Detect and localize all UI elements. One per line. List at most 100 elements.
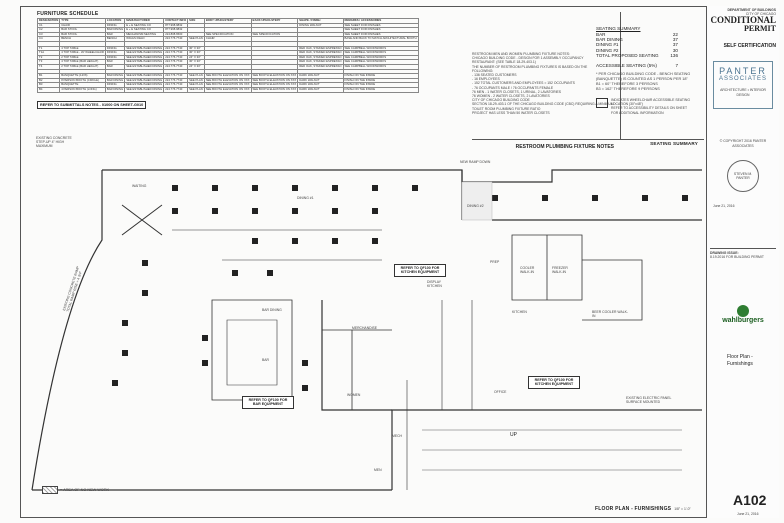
table-symbol xyxy=(592,195,598,201)
schedule-cell: SEE PLAN xyxy=(187,73,205,79)
restroom-note-line: TOILET ROOM PLUMBING FIXTURE RATIO xyxy=(472,106,541,111)
restroom-note-line: - 76 OCCUPANTS MALE / 76 OCCUPANTS FEMAL… xyxy=(472,85,554,90)
room-merchandise: MERCHANDISE xyxy=(352,326,378,330)
restroom-note-line: 76 MEN - 1 WATER CLOSETS, 1 URINAL, 2 LA… xyxy=(472,89,562,94)
architect-seal: STEVEN M. PANTER xyxy=(727,159,759,192)
table-symbol xyxy=(372,208,378,214)
schedule-title: FURNITURE SCHEDULE xyxy=(37,11,99,17)
table-symbol xyxy=(142,260,148,266)
floor-plan-drawing xyxy=(31,169,722,491)
room-beer-cooler: BEER COOLER WALK-IN xyxy=(592,310,629,319)
restroom-note-line: FOLLOWING: xyxy=(472,68,494,73)
seating-note: (BANQUETTE) IS COUNTED AS 1 PERSON PER 1… xyxy=(596,77,688,82)
schedule-cell: BAR DINING xyxy=(104,73,126,79)
schedule-cell: SEE BOOTH ELEVATION ON XXX xyxy=(250,82,299,88)
table-symbol xyxy=(142,290,148,296)
table-symbol xyxy=(412,185,418,191)
room-office: OFFICE xyxy=(494,390,507,394)
restroom-divider xyxy=(472,139,704,140)
floor-plan: WAITING DINING #1 DINING #2 BAR DINING B… xyxy=(22,136,722,510)
self-cert-label: SELF CERTIFICATION xyxy=(723,43,776,50)
schedule-cell: RED OAK, STAINED ESPRESSO xyxy=(297,63,344,70)
schedule-cell: SEE ESTABLISHED DINING xyxy=(124,77,165,84)
schedule-col-header: CONTACT INFO xyxy=(163,18,189,24)
schedule-cell: RED OAK, STAINED ESPRESSO xyxy=(297,54,344,61)
schedule-cell: SEE PLAN xyxy=(187,36,205,42)
room-kitchen: KITCHEN xyxy=(512,310,527,314)
restroom-note-line: - 152 TOTAL CUSTOMERS AND EMPLOYEES = 15… xyxy=(472,81,575,86)
schedule-cell: SEE ESTABLISHED DINING xyxy=(124,63,165,70)
west-wall xyxy=(31,170,103,491)
schedule-cell: SEE PLAN xyxy=(187,77,205,84)
table-symbol xyxy=(172,185,178,191)
table-symbol xyxy=(252,238,258,244)
table-symbol xyxy=(212,208,218,214)
table-symbol xyxy=(372,238,378,244)
signature-date: June 21, 2016 xyxy=(713,203,735,208)
table-symbol xyxy=(252,185,258,191)
table-symbol xyxy=(202,360,208,366)
schedule-cell: RED OAK, STAINED ESPRESSO xyxy=(297,50,344,56)
walk-in-boxes xyxy=(511,234,583,301)
room-men: MEN xyxy=(374,468,382,472)
restroom-note-line: RESTROOM MEN AND WOMEN PLUMBING FIXTURE … xyxy=(472,52,570,56)
schedule-cell: SEE PLAN xyxy=(187,82,205,88)
schedule-cell: SEE BOOTH ELEVATION ON XXX xyxy=(250,86,299,93)
table-symbol xyxy=(172,208,178,214)
hatch-swatch xyxy=(42,486,58,494)
electric-panel-note: EXISTING ELECTRIC PANEL SURFACE MOUNTED xyxy=(626,396,672,405)
firm-name-2: ASSOCIATES xyxy=(719,76,767,83)
table-symbol xyxy=(332,238,338,244)
plan-scale: 1/8" = 1'-0" xyxy=(674,507,691,511)
seating-legend-line: REFER TO ACCESSIBILITY DETAILS ON SHEET xyxy=(611,106,688,111)
room-bar: BAR xyxy=(262,358,269,362)
schedule-cell: BAR DINING xyxy=(104,27,126,33)
seating-row: ACCESSIBLE SEATING (5%)7 xyxy=(596,62,678,68)
room-freezer: FREEZER WALK-IN xyxy=(552,266,568,275)
table-symbol xyxy=(492,195,498,201)
waiting-x-symbol xyxy=(121,204,163,236)
schedule-cell: SEE ESTABLISHED DINING xyxy=(124,86,165,93)
schedule-cell: SEE ESTABLISHED DINING xyxy=(124,82,165,88)
table-symbol xyxy=(202,335,208,341)
table-symbol xyxy=(267,270,273,276)
sheet-number: A102 xyxy=(733,492,767,508)
bar-equipment-callout: REFER TO QF100 FOR BAR EQUIPMENT xyxy=(242,396,294,409)
seating-legend: INDICATES WHEELCHAIR ACCESSIBLE SEATING … xyxy=(596,98,702,115)
up-label: UP xyxy=(510,432,517,438)
table-symbol xyxy=(292,238,298,244)
sheet-title: Floor Plan - Furnishings xyxy=(727,354,753,368)
schedule-cell: BASE AND BACK TO MATCH ARCHITECTURAL BOO… xyxy=(342,36,419,42)
seating-legend-line: INDICATES WHEELCHAIR ACCESSIBLE SEATING … xyxy=(611,98,691,107)
schedule-cell: SEE ESTABLISHED DINING xyxy=(124,59,165,65)
room-dining2: DINING #2 xyxy=(467,204,484,208)
table-symbols xyxy=(112,185,688,391)
room-women: WOMEN xyxy=(347,393,361,397)
schedule-cell: SEE BOOTH ELEVATION ON XXX xyxy=(203,82,252,88)
title-block: DEPARTMENT OF BUILDINGS CITY OF CHICAGO … xyxy=(706,6,779,518)
seating-heading: SEATING SUMMARY xyxy=(596,26,641,31)
plan-title-block: FLOOR PLAN - FURNISHINGS 1/8" = 1'-0" xyxy=(595,506,691,512)
room-display: DISPLAY KITCHEN xyxy=(427,280,442,289)
schedule-cell: SEE ESTABLISHED DINING xyxy=(124,50,165,56)
restroom-note-line: - 136 SEATED CUSTOMERS xyxy=(472,73,517,78)
schedule-cell: DARK WALNUT xyxy=(297,86,344,93)
submittals-note: REFER TO SUBMITTALS NOTES - 01000 ON SHE… xyxy=(37,100,147,109)
schedule-cell: B4 xyxy=(36,86,61,93)
table-symbol xyxy=(542,195,548,201)
schedule-cell: SEE BOOTH ELEVATION ON XXX xyxy=(250,73,299,79)
conditional-label: CONDITIONAL xyxy=(710,15,776,26)
schedule-cell: SEE BOOTH ELEVATION ON XXX xyxy=(250,77,299,84)
permit-label: PERMIT xyxy=(744,24,776,34)
table-symbol xyxy=(372,185,378,191)
table-symbol xyxy=(122,350,128,356)
